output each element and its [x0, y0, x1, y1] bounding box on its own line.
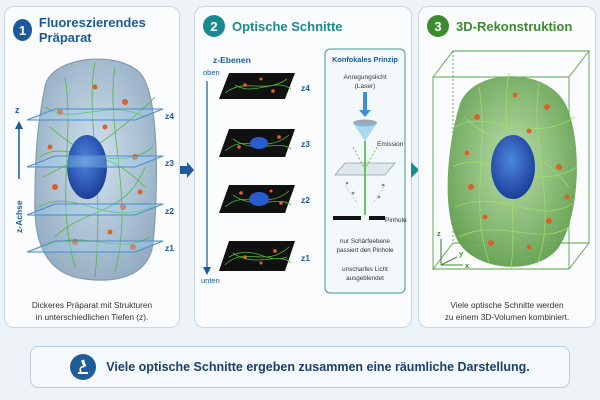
panel3-caption: Viele optische Schnitte werden zu einem …: [419, 299, 595, 323]
slice-z4: [219, 73, 295, 99]
summary-banner: Viele optische Schnitte ergeben zusammen…: [30, 346, 570, 388]
slice-label-z4: z4: [301, 83, 310, 93]
pinhole-label: Pinhole: [385, 217, 407, 224]
slice-z2: [219, 185, 295, 213]
step-number-1: 1: [13, 19, 32, 41]
panel2-header: 2 Optische Schnitte: [203, 15, 343, 37]
axis-x-label: x: [465, 261, 470, 270]
panel2-title: Optische Schnitte: [232, 18, 343, 34]
slice-label-z1: z1: [301, 253, 310, 263]
slice-z1: [219, 241, 295, 271]
sections-illustration: z-Ebenen oben unten z4 z3: [201, 48, 407, 294]
laser-label-line2: (Laser): [355, 83, 376, 90]
panel3-caption-line1: Viele optische Schnitte werden: [450, 300, 564, 310]
reconstruction-illustration: z y x: [432, 50, 590, 270]
mitochondria-3d: [464, 92, 570, 250]
plane-label-z4: z4: [165, 111, 174, 121]
laser-label-line1: Anregungslicht: [344, 74, 387, 81]
axis-z-label: z: [437, 229, 441, 238]
step-number-2: 2: [203, 15, 225, 37]
plane-label-z1: z1: [165, 243, 174, 253]
slice-label-z2: z2: [301, 195, 310, 205]
slice-z3: [219, 129, 295, 157]
pinhole-plate-left: [333, 216, 361, 220]
focal-planes: [26, 108, 164, 253]
arrow-right-2: [411, 162, 419, 183]
laser-beam-icon: [353, 92, 377, 141]
panel1-caption-line1: Dickeres Präparat mit Strukturen: [31, 300, 153, 310]
bottom-label: unten: [201, 276, 220, 285]
blur-text-line1: unscharfes Licht: [342, 266, 388, 273]
summary-text: Viele optische Schnitte ergeben zusammen…: [106, 360, 530, 374]
arrow-right-1: [180, 162, 194, 183]
panel1-caption: Dickeres Präparat mit Strukturen in unte…: [5, 299, 179, 323]
stack-label: z-Ebenen: [213, 55, 251, 65]
plane-label-z2: z2: [165, 206, 174, 216]
top-label: oben: [203, 68, 220, 77]
panel-fluorescent-specimen: 1 Fluoreszierendes Präparat: [4, 6, 180, 328]
axis-y-label: y: [459, 249, 464, 258]
slice-label-z3: z3: [301, 139, 310, 149]
specimen-illustration: z z-Achse z4 z3 z2 z1: [14, 58, 174, 281]
confocal-title: Konfokales Prinzip: [332, 55, 398, 64]
panel1-title: Fluoreszierendes Präparat: [38, 15, 146, 45]
pinhole-plate-right: [369, 216, 385, 220]
microscope-icon: [70, 354, 97, 380]
panel-optical-sections: 2 Optische Schnitte z-Ebenen oben unten: [194, 6, 412, 328]
z-axis-letter: z: [15, 105, 20, 115]
panel1-caption-line2: in unterschiedlichen Tiefen (z).: [35, 312, 149, 322]
focus-text-line1: nur Schärfeebene: [340, 238, 391, 245]
panel1-header: 1 Fluoreszierendes Präparat: [13, 15, 179, 45]
nucleus-3d: [491, 135, 535, 199]
axis-triad: [440, 239, 463, 266]
panel3-title: 3D-Rekonstruktion: [456, 18, 573, 34]
panel-3d-reconstruction: 3 3D-Rekonstruktion: [418, 6, 596, 328]
panel3-header: 3 3D-Rekonstruktion: [427, 15, 572, 37]
focus-text-line2: passiert den Pinhole: [336, 247, 394, 254]
blur-text-line2: ausgeblendet: [346, 275, 384, 282]
panel3-caption-line2: zu einem 3D-Volumen kombiniert.: [444, 312, 570, 322]
plane-label-z3: z3: [165, 158, 174, 168]
emission-label: Emission: [377, 141, 404, 148]
z-axis-label: z-Achse: [14, 200, 24, 233]
step-number-3: 3: [427, 15, 449, 37]
